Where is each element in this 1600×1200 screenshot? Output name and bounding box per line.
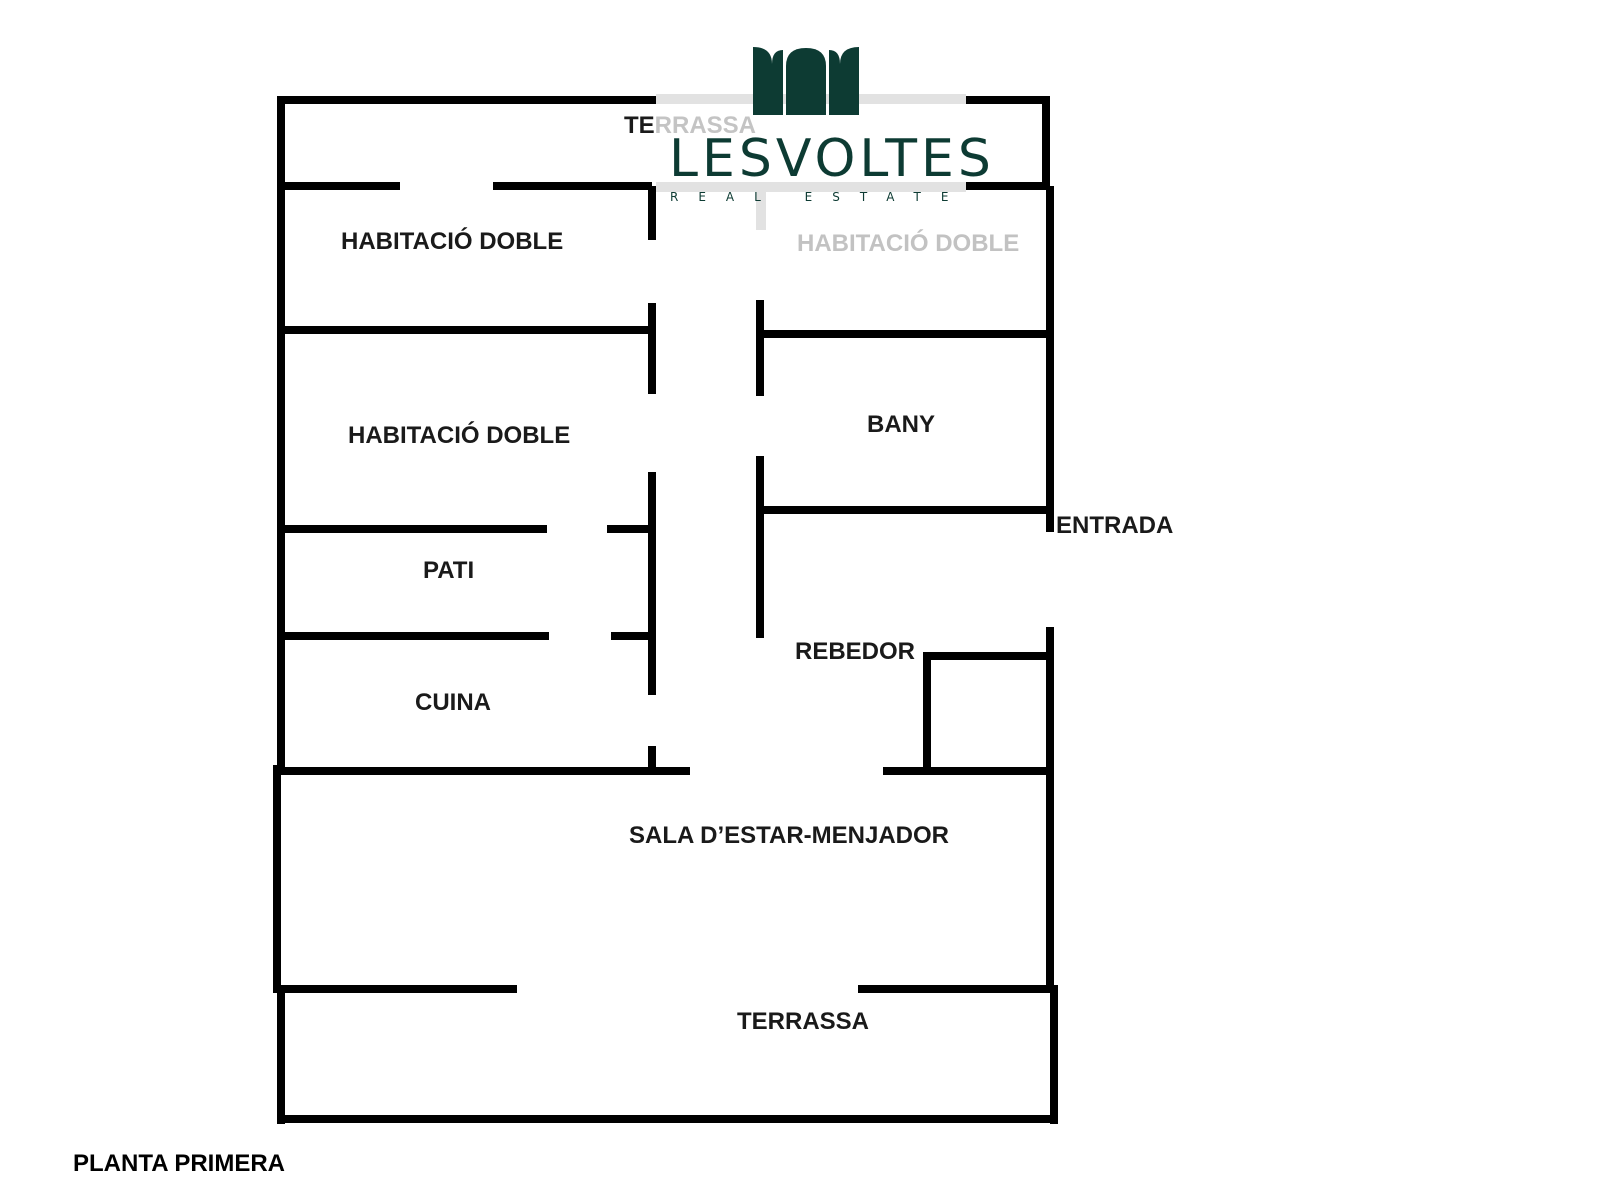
room-label-bedroom-top-left: HABITACIÓ DOBLE [341, 227, 563, 255]
room-label-living-dining: SALA D’ESTAR-MENJADOR [629, 822, 949, 849]
room-label-terrace-top-prefix: TE [624, 112, 655, 139]
room-label-terrace-top: TERRASSA [624, 112, 756, 139]
room-label-hall: REBEDOR [795, 638, 915, 665]
room-label-bathroom: BANY [867, 411, 935, 438]
room-labels: TERRASSA HABITACIÓ DOBLE HABITACIÓ DOBLE… [341, 112, 1173, 1035]
logo-tagline: REAL ESTATE [670, 190, 968, 204]
room-label-entrance: ENTRADA [1056, 512, 1173, 539]
room-label-patio: PATI [423, 557, 474, 584]
plan-caption: PLANTA PRIMERA [73, 1150, 285, 1177]
room-label-terrace-top-rest: RRASSA [655, 112, 756, 139]
logo-band-stem [756, 190, 766, 230]
lesvoltes-logo: LESVOLTES REAL ESTATE [656, 47, 995, 230]
logo-wordmark: LESVOLTES [669, 129, 995, 189]
arches-icon [753, 47, 859, 115]
logo-band-bottom [656, 182, 966, 192]
room-label-bedroom-top-right: HABITACIÓ DOBLE [797, 229, 1019, 257]
room-label-kitchen: CUINA [415, 689, 491, 716]
room-label-terrace-bottom: TERRASSA [737, 1008, 869, 1035]
room-label-bedroom-mid-left: HABITACIÓ DOBLE [348, 421, 570, 449]
